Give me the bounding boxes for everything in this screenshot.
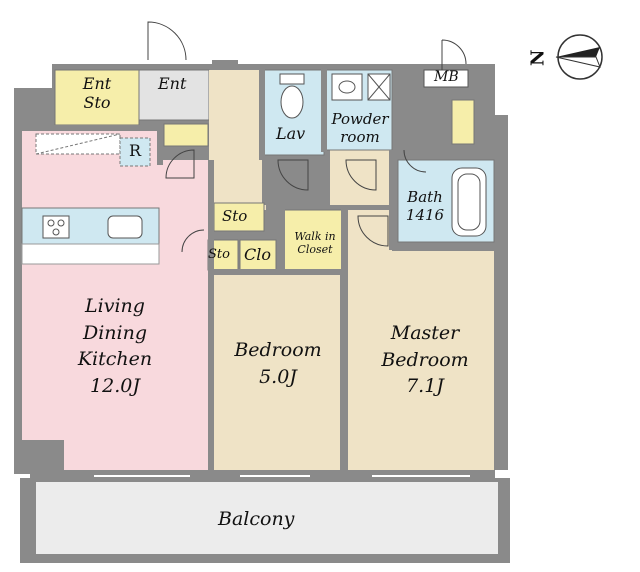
master-bedroom-room — [348, 210, 494, 470]
ldk-line3: Kitchen — [77, 348, 153, 371]
bathtub — [451, 167, 487, 237]
refrigerator-label: R — [129, 141, 142, 160]
shoe-cabinet — [163, 123, 209, 147]
meter-box — [423, 69, 469, 88]
refrigerator-space — [119, 137, 151, 167]
bath-line1: Bath — [407, 188, 443, 206]
stove-icon — [42, 215, 70, 239]
walk-in-line2: Closet — [297, 243, 333, 257]
sink-icon — [107, 215, 143, 239]
bedroom-label: Bedroom 5.0J — [220, 337, 336, 390]
lavatory-label: Lav — [276, 124, 306, 143]
walk-in-closet-label: Walk in Closet — [286, 230, 344, 256]
storage-hall-label: Sto — [222, 207, 248, 225]
bedroom-room — [214, 275, 340, 470]
linen-storage — [451, 99, 475, 145]
compass-icon — [555, 34, 603, 80]
ldk-line1: Living — [85, 295, 145, 317]
balcony-area — [20, 478, 510, 563]
bedroom-size: 5.0J — [259, 365, 297, 388]
storage-hall — [213, 202, 265, 232]
interior-walls — [18, 64, 498, 474]
ent-storage-line2: Sto — [83, 93, 111, 113]
bath-label: Bath 1416 — [402, 188, 448, 224]
ldk-label: Living Dining Kitchen 12.0J — [60, 293, 170, 399]
powder-room-label: Powder room — [330, 110, 390, 146]
master-size: 7.1J — [406, 375, 444, 398]
ent-storage-line1: Ent — [82, 74, 112, 93]
kitchen-peninsula — [21, 243, 160, 265]
bath-line2: 1416 — [405, 206, 445, 224]
powder-room-line2: room — [340, 128, 380, 146]
bedroom-line1: Bedroom — [234, 339, 322, 361]
hallway — [209, 70, 392, 210]
ent-storage-label: Ent Sto — [58, 74, 136, 112]
closet-label: Clo — [244, 245, 271, 264]
master-line2: Bedroom — [381, 348, 469, 371]
powder-room-line1: Powder — [331, 110, 389, 128]
walk-in-line1: Walk in — [294, 230, 336, 243]
master-line1: Master — [390, 322, 460, 344]
toilet — [279, 73, 305, 85]
ldk-line2: Dining — [82, 321, 148, 344]
door-swings — [147, 21, 467, 253]
master-bedroom-label: Master Bedroom 7.1J — [365, 320, 485, 400]
ldk-size: 12.0J — [90, 374, 140, 397]
meter-box-label: MB — [434, 69, 459, 85]
toilet-bowl — [280, 85, 304, 119]
storage-ldk-label: Sto — [208, 247, 230, 262]
balcony-label: Balcony — [218, 508, 295, 530]
washbasin — [331, 73, 363, 101]
entrance-label: Ent — [158, 74, 187, 93]
compass-north-label: N — [527, 49, 549, 67]
entrance-floor — [138, 69, 210, 121]
